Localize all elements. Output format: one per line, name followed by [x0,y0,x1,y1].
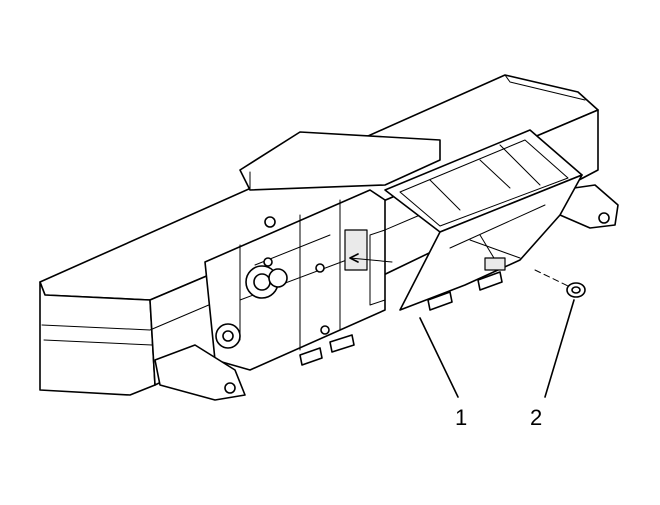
left-mounting-foot [154,344,246,401]
cover-part-1 [384,129,583,311]
nut-part-2 [534,269,586,298]
leader-line-2 [544,299,575,398]
right-mounting-foot [559,184,619,229]
upper-block [239,131,441,191]
callout-2: 2 [530,405,542,430]
callout-1: 1 [455,405,467,430]
leader-line-1 [419,317,459,398]
